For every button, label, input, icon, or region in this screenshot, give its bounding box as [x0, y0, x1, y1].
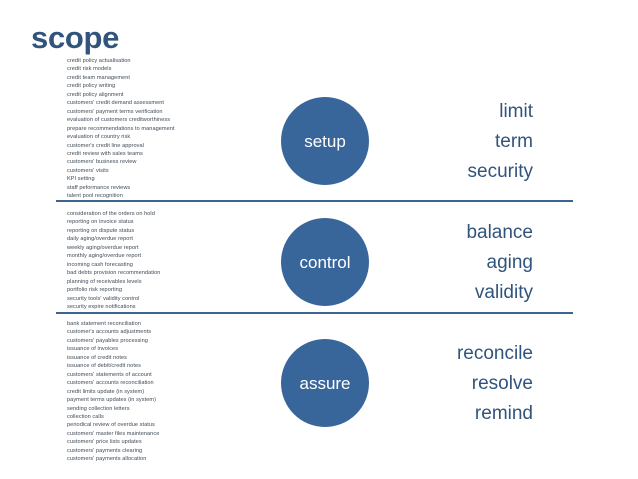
activity-item: credit review with sales teams [67, 150, 143, 157]
activity-list-control: consideration of the orders on hold repor… [67, 210, 277, 311]
page-title: scope [31, 20, 120, 55]
activity-item: periodical review of overdue status [67, 422, 155, 429]
section-divider [56, 200, 573, 202]
activity-item: credit policy writing [67, 83, 116, 90]
activity-item: reporting on invoice status [67, 219, 134, 226]
activity-item: customers' payment terms verification [67, 108, 163, 115]
keyword-item: reconcile [456, 343, 533, 364]
activity-item: customers' visits [67, 167, 109, 174]
keyword-group-control: balance aging validity [373, 218, 533, 308]
keyword-item: security [467, 161, 533, 182]
activity-item: customers' payments allocation [67, 456, 147, 463]
activity-item: collection calls [67, 413, 104, 420]
activity-list-assure: bank statement reconciliation customer's … [67, 320, 277, 464]
stage-circle-label: assure [299, 373, 351, 393]
activity-item: talent pool recognition [67, 193, 123, 200]
activity-item: credit policy alignment [67, 91, 124, 98]
keyword-item: resolve [471, 373, 533, 394]
keyword-group-assure: reconcile resolve remind [373, 339, 533, 429]
activity-item: credit limits update (in system) [67, 388, 145, 395]
activity-item: bad debts provision recommendation [67, 270, 161, 277]
activity-item: customers' payments clearing [67, 447, 143, 454]
activity-item: issuance of debit/credit notes [67, 363, 141, 370]
activity-item: KPI setting [67, 176, 95, 183]
activity-item: customers' statements of account [67, 371, 152, 378]
activity-item: security expire notifications [67, 303, 136, 310]
keyword-item: remind [474, 403, 533, 424]
keyword-item: term [495, 131, 533, 152]
activity-item: credit team management [67, 74, 130, 81]
activity-item: customers' price lists updates [67, 439, 142, 446]
activity-item: bank statement reconciliation [67, 321, 141, 327]
activity-item: evaluation of customers creditworthiness [67, 117, 171, 124]
keyword-item: aging [486, 252, 534, 273]
activity-item: security tools' validity control [67, 295, 140, 302]
keyword-item: limit [499, 101, 533, 122]
activity-item: customers' accounts reconciliation [67, 380, 154, 387]
stage-circle-label: setup [304, 131, 346, 151]
activity-item: customers' master files maintenance [67, 430, 160, 437]
activity-item: sending collection letters [67, 405, 130, 412]
keyword-item: balance [466, 222, 533, 243]
activity-item: issuance of invoices [67, 346, 119, 353]
keyword-item: validity [474, 282, 533, 303]
activity-item: portfolio risk reporting [67, 287, 122, 294]
activity-item: payment terms updates (in system) [67, 397, 157, 404]
stage-circle-assure[interactable]: assure [281, 339, 369, 427]
keyword-group-setup: limit term security [373, 97, 533, 187]
activity-item: evaluation of country risk [67, 134, 131, 141]
stage-circle-control[interactable]: control [281, 218, 369, 306]
activity-item: weekly aging/overdue report [67, 244, 139, 251]
activity-item: planning of receivables levels [67, 278, 142, 285]
section-divider [56, 312, 573, 314]
activity-item: monthly aging/overdue report [67, 253, 142, 260]
activity-item: prepare recommendations to management [67, 125, 175, 132]
activity-item: customers' credit demand assessment [67, 100, 165, 107]
activity-item: credit risk models [67, 66, 112, 73]
activity-item: customer's credit line approval [67, 142, 144, 149]
activity-item: customers' business review [67, 159, 137, 166]
activity-item: customer's accounts adjustments [67, 329, 152, 336]
activity-item: issuance of credit notes [67, 354, 127, 361]
activity-item: consideration of the orders on hold [67, 211, 155, 217]
activity-item: incoming cash forecasting [67, 261, 133, 268]
stage-circle-setup[interactable]: setup [281, 97, 369, 185]
activity-item: daily aging/overdue report [67, 236, 133, 243]
activity-item: credit policy actualisation [67, 58, 131, 64]
stage-circle-label: control [299, 252, 351, 272]
activity-item: customers' payables processing [67, 337, 148, 344]
activity-item: reporting on dispute status [67, 227, 135, 234]
activity-list-setup: credit policy actualisation credit risk m… [67, 57, 277, 201]
activity-item: staff peformance reviews [67, 184, 131, 191]
